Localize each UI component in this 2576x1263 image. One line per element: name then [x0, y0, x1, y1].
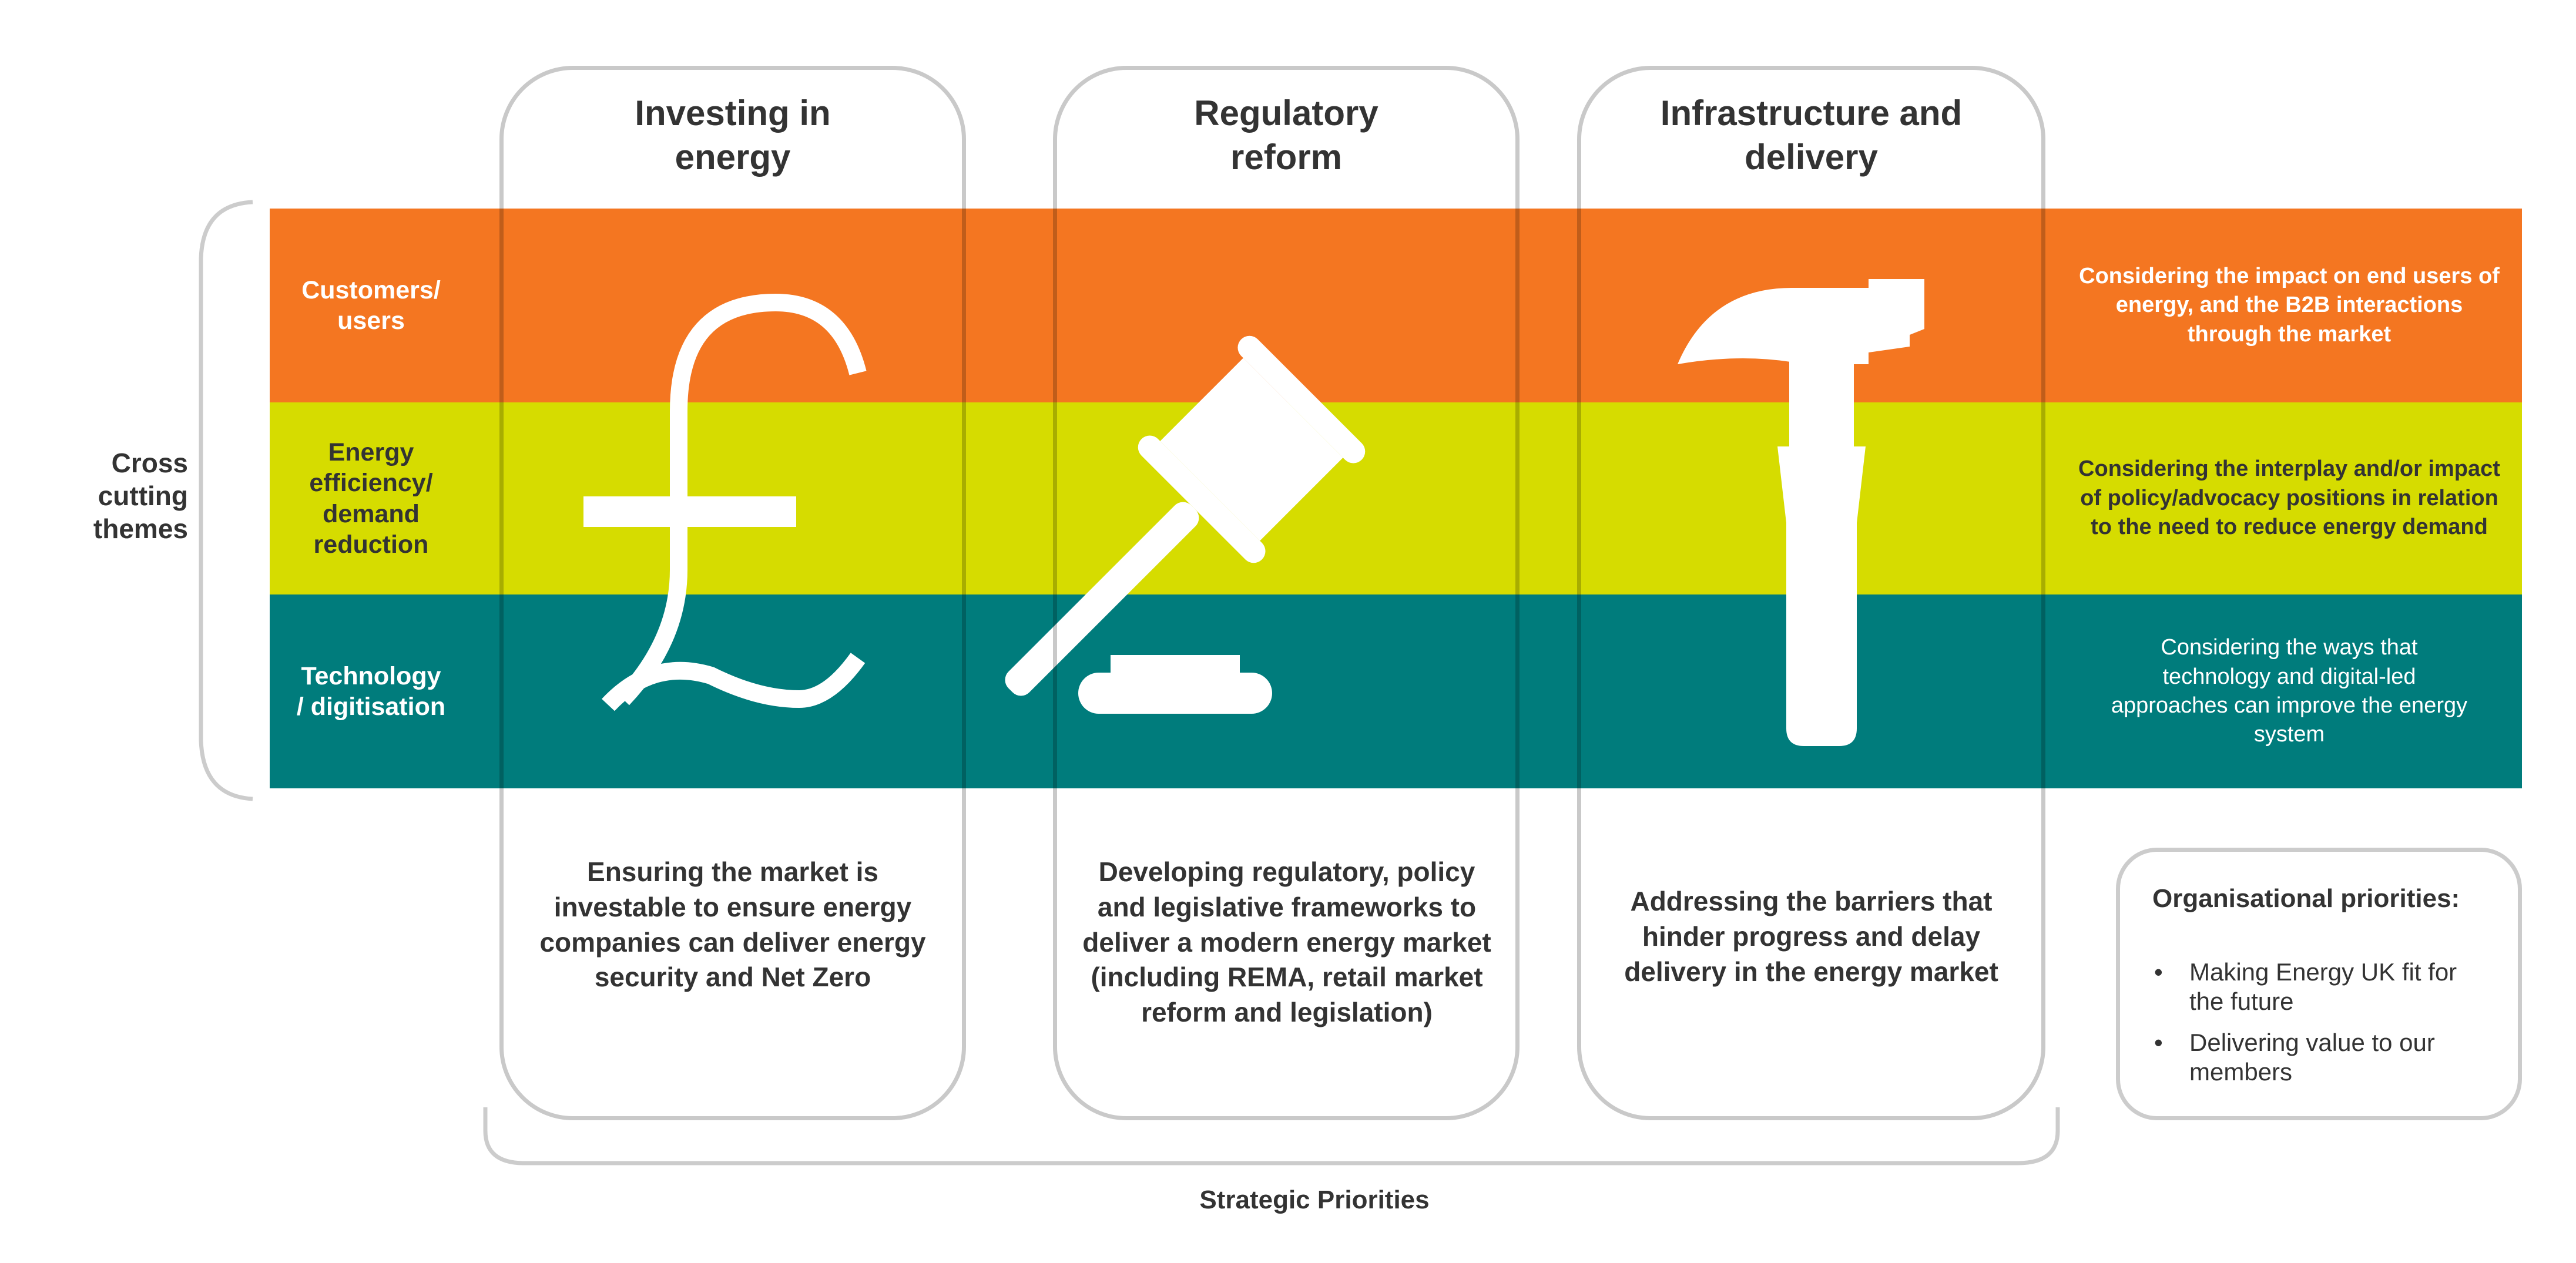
organisational-priorities-box: Organisational priorities: • Making Ener…: [2116, 848, 2522, 1120]
band-customers: [270, 209, 2522, 402]
org-item: • Making Energy UK fit for the future: [2154, 958, 2507, 1017]
column-investing: [499, 66, 966, 1120]
pound-icon: [583, 293, 867, 711]
theme-label-customers: Customers/users: [270, 209, 472, 402]
cross-cutting-label: Cross cutting themes: [93, 448, 188, 545]
theme-label-line: / digitisation: [296, 693, 446, 721]
column-title-infrastructure: Infrastructure and delivery: [1660, 93, 1963, 177]
bottom-bracket: [483, 1107, 2060, 1165]
theme-desc-technology: Considering the ways that technology and…: [2111, 635, 2468, 747]
theme-desc-customers: Considering the impact on end users of e…: [2079, 263, 2500, 347]
org-item: • Delivering value to our members: [2154, 1028, 2507, 1087]
column-desc-regulatory: Developing regulatory, policy and legisl…: [1082, 856, 1491, 1028]
strategic-priorities-label: Strategic Priorities: [1199, 1185, 1430, 1214]
band-technology: [270, 594, 2522, 788]
theme-label-line: users: [337, 307, 405, 335]
theme-label-energy-efficiency: Energy efficiency/demand reduction: [270, 402, 472, 594]
column-regulatory: [1053, 66, 1520, 1120]
organisational-priorities-title: Organisational priorities:: [2152, 884, 2460, 913]
theme-label-technology: Technology / digitisation: [270, 594, 472, 788]
theme-label-line: Customers/: [301, 276, 441, 304]
org-item-text: Delivering value to our members: [2189, 1029, 2435, 1086]
gavel-icon: [1005, 335, 1366, 714]
hammer-icon: [1678, 279, 1924, 746]
bullet: •: [2154, 958, 2163, 986]
column-title-investing: Investing in energy: [635, 93, 831, 177]
org-item-text: Making Energy UK fit for the future: [2189, 958, 2457, 1016]
theme-label-line: Energy efficiency/: [309, 438, 433, 498]
bullet: •: [2154, 1029, 2163, 1056]
column-desc-infrastructure: Addressing the barriers that hinder prog…: [1624, 886, 1998, 987]
column-title-regulatory: Regulatory reform: [1194, 93, 1378, 177]
theme-label-line: demand reduction: [313, 499, 429, 559]
theme-label-line: Technology: [301, 661, 441, 690]
theme-desc-energy-efficiency: Considering the interplay and/or impact …: [2078, 456, 2500, 540]
column-desc-investing: Ensuring the market is investable to ens…: [539, 856, 926, 993]
left-brace: [199, 200, 253, 801]
column-infrastructure: [1577, 66, 2045, 1120]
